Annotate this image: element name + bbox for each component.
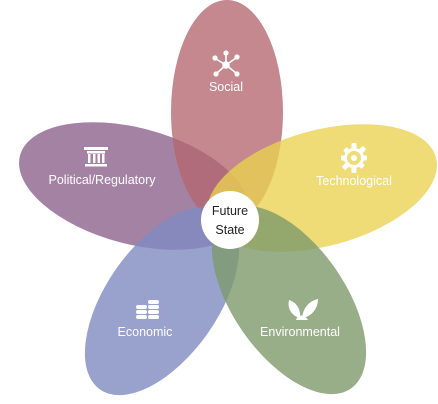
pillar-building-icon (84, 147, 108, 167)
petal-label-environmental: Environmental (260, 325, 340, 339)
center-circle (201, 191, 259, 249)
gear-icon (341, 143, 367, 173)
petal-economic (84, 206, 240, 396)
petal-label-political: Political/Regulatory (49, 173, 157, 187)
petal-label-technological: Technological (316, 174, 392, 188)
leaves-icon (288, 299, 318, 320)
petal-label-social: Social (209, 80, 243, 94)
network-nodes-icon (212, 50, 240, 77)
center-label-line2: State (215, 223, 244, 237)
petal-label-economic: Economic (118, 325, 173, 339)
coin-stack-icon (136, 300, 159, 319)
center-label-line1: Future (212, 204, 248, 218)
